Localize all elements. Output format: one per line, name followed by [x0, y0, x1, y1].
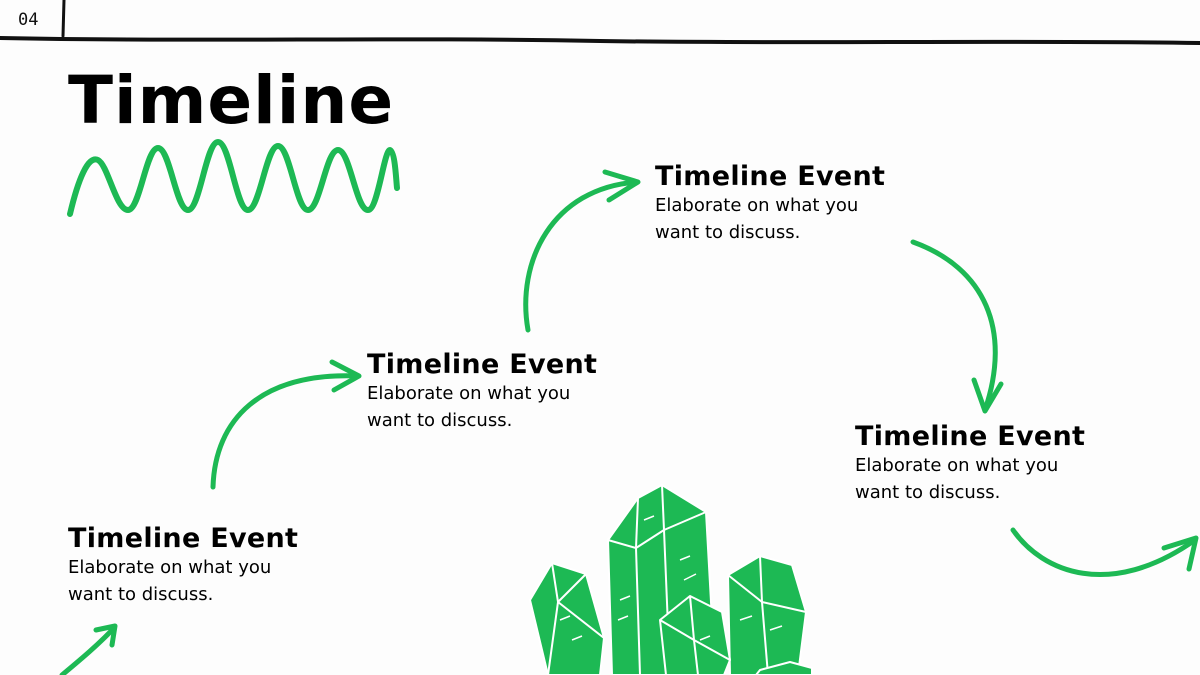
- curved-arrow-icon: [1010, 527, 1199, 577]
- timeline-event-1: Timeline Event Elaborate on what you wan…: [68, 524, 318, 608]
- event-description: Elaborate on what you want to discuss.: [655, 194, 859, 243]
- event-description: Elaborate on what you want to discuss.: [68, 556, 272, 605]
- header-line: [0, 0, 1200, 45]
- curved-arrow-icon: [59, 623, 118, 675]
- curved-arrow-icon: [523, 169, 641, 333]
- event-description: Elaborate on what you want to discuss.: [855, 454, 1059, 503]
- zigzag-underline: [67, 139, 400, 217]
- crystal-cluster-illustration: [529, 484, 813, 675]
- timeline-event-3: Timeline Event Elaborate on what you wan…: [655, 162, 905, 246]
- event-title: Timeline Event: [68, 523, 299, 554]
- curved-arrow-icon: [210, 359, 362, 490]
- slide-title: Timeline: [68, 62, 395, 139]
- event-description: Elaborate on what you want to discuss.: [367, 382, 571, 431]
- page-number: 04: [18, 10, 39, 30]
- event-title: Timeline Event: [655, 161, 886, 192]
- event-title: Timeline Event: [855, 421, 1086, 452]
- curved-arrow-icon: [910, 239, 1004, 414]
- event-title: Timeline Event: [367, 349, 598, 380]
- timeline-event-4: Timeline Event Elaborate on what you wan…: [855, 422, 1105, 506]
- timeline-event-2: Timeline Event Elaborate on what you wan…: [367, 350, 617, 434]
